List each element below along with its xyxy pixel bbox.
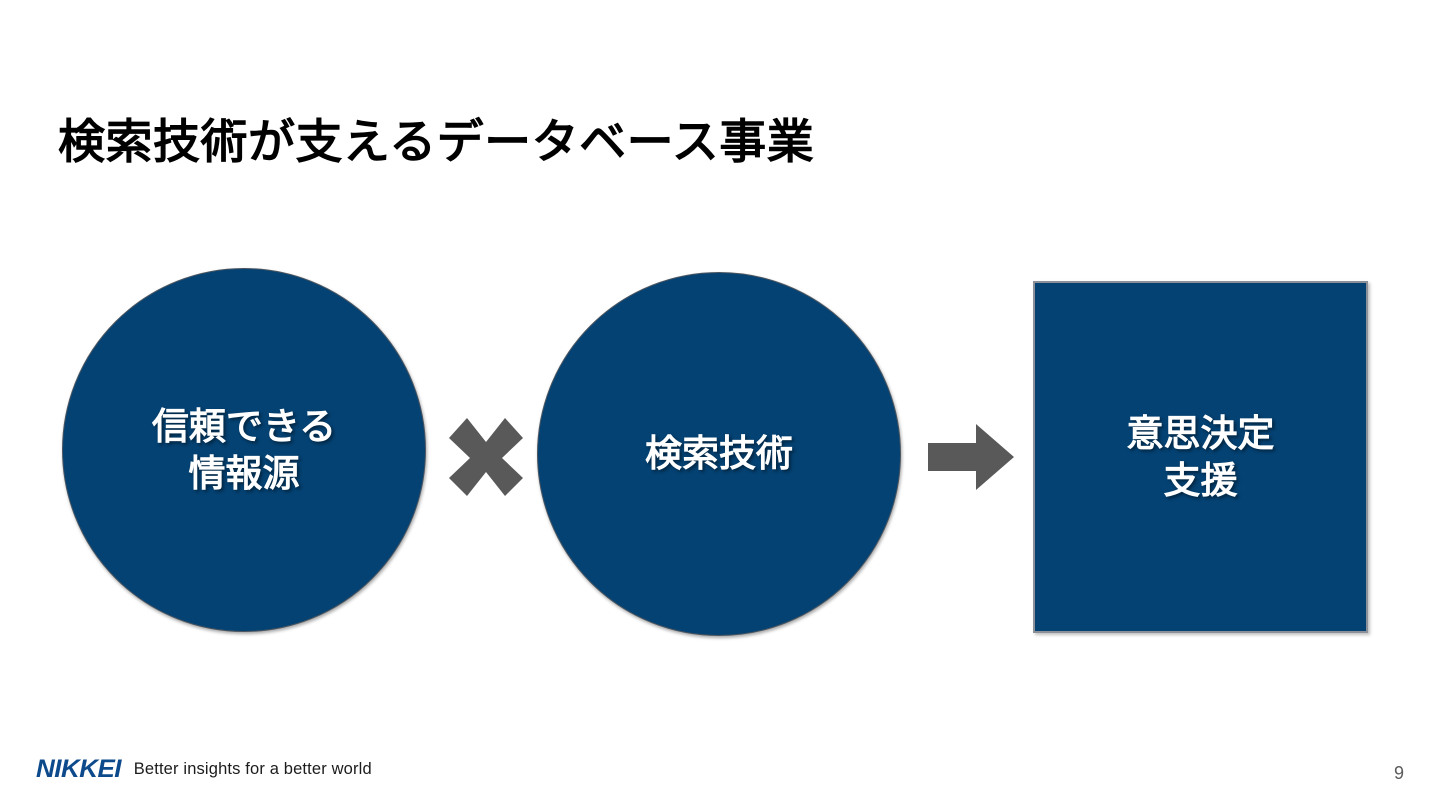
diagram-node-label: 検索技術	[645, 433, 793, 475]
diagram-node-label: 意思決定 支援	[1126, 412, 1275, 501]
multiply-icon	[447, 416, 525, 498]
diagram-node-search-technology[interactable]: 検索技術	[537, 272, 901, 636]
page-title: 検索技術が支えるデータベース事業	[58, 115, 815, 169]
nikkei-logo: NIKKEI	[36, 755, 122, 783]
right-arrow-icon	[928, 424, 1014, 490]
diagram-node-decision-support[interactable]: 意思決定 支援	[1033, 281, 1368, 633]
page-number: 9	[1393, 763, 1404, 783]
slide-footer: NIKKEI Better insights for a better worl…	[0, 720, 1440, 810]
brand-lockup: NIKKEI Better insights for a better worl…	[36, 755, 372, 784]
brand-tagline: Better insights for a better world	[133, 760, 372, 778]
diagram-node-label: 信頼できる 情報源	[151, 405, 337, 494]
diagram-node-trusted-source[interactable]: 信頼できる 情報源	[62, 268, 426, 632]
